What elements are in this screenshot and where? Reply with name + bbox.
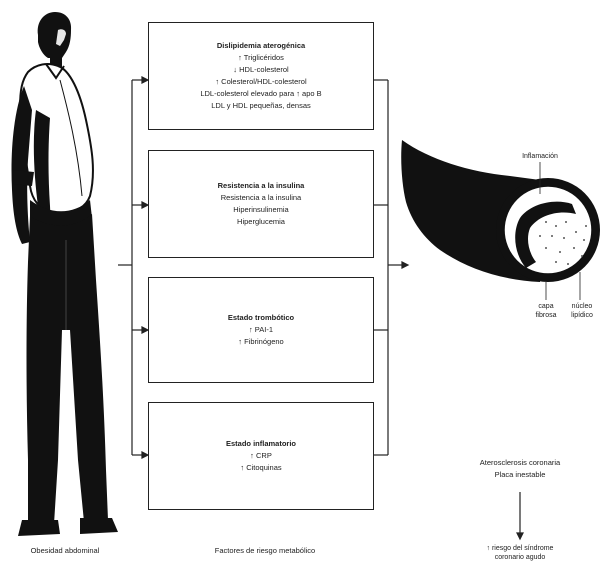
label-lipid-core: núcleo lipídico [564, 302, 600, 320]
box-line: ↑ Colesterol/HDL-colesterol [215, 77, 307, 86]
label-fibrous-cap-line2: fibrosa [535, 312, 557, 319]
label-fibrous-cap-line1: capa [538, 303, 554, 310]
box-line: ↑ PAI-1 [248, 325, 274, 334]
box-insulin-resistance: Resistencia a la insulina Resistencia a … [148, 150, 374, 258]
outcome-acute-coronary-risk: ↑ riesgo del síndrome coronario agudo [455, 545, 585, 561]
box-line: Hiperglucemia [237, 217, 285, 226]
box-inflammatory-state: Estado inflamatorio ↑ CRP ↑ Citoquinas [148, 402, 374, 510]
box-line: Estado inflamatorio [225, 439, 296, 448]
box-line: Resistencia a la insulina [220, 193, 302, 202]
label-lipid-core-line2: lipídico [571, 312, 593, 319]
risk-line2: coronario agudo [494, 554, 546, 561]
label-inflammation: Inflamación [522, 153, 558, 160]
box-atherogenic-dyslipidemia: Dislipidemia aterogénica ↑ Triglicéridos… [148, 22, 374, 130]
box-line: Dislipidemia aterogénica [216, 41, 306, 50]
box-line: Hiperinsulinemia [233, 205, 289, 214]
box-line: LDL y HDL pequeñas, densas [211, 101, 311, 110]
box-line: Resistencia a la insulina [217, 181, 305, 190]
box-thrombotic-state: Estado trombótico ↑ PAI-1 ↑ Fibrinógeno [148, 277, 374, 383]
label-fibrous-cap: capa fibrosa [528, 302, 564, 320]
label-lipid-core-line1: núcleo [571, 303, 593, 310]
box-line: ↑ Fibrinógeno [238, 337, 284, 346]
caption-abdominal-obesity: Obesidad abdominal [30, 546, 100, 555]
outcome-atherosclerosis: Aterosclerosis coronaria Placa inestable [450, 458, 590, 479]
box-line: ↓ HDL-colesterol [233, 65, 289, 74]
box-line: ↑ Triglicéridos [238, 53, 284, 62]
box-line: LDL-colesterol elevado para ↑ apo B [200, 89, 322, 98]
outcome-line1: Aterosclerosis coronaria [479, 458, 561, 467]
box-line: Estado trombótico [227, 313, 295, 322]
caption-metabolic-risk-factors: Factores de riesgo metabólico [214, 546, 316, 555]
box-line: ↑ Citoquinas [240, 463, 282, 472]
box-line: ↑ CRP [250, 451, 272, 460]
outcome-line2: Placa inestable [494, 470, 546, 479]
risk-line1: ↑ riesgo del síndrome [486, 545, 554, 552]
